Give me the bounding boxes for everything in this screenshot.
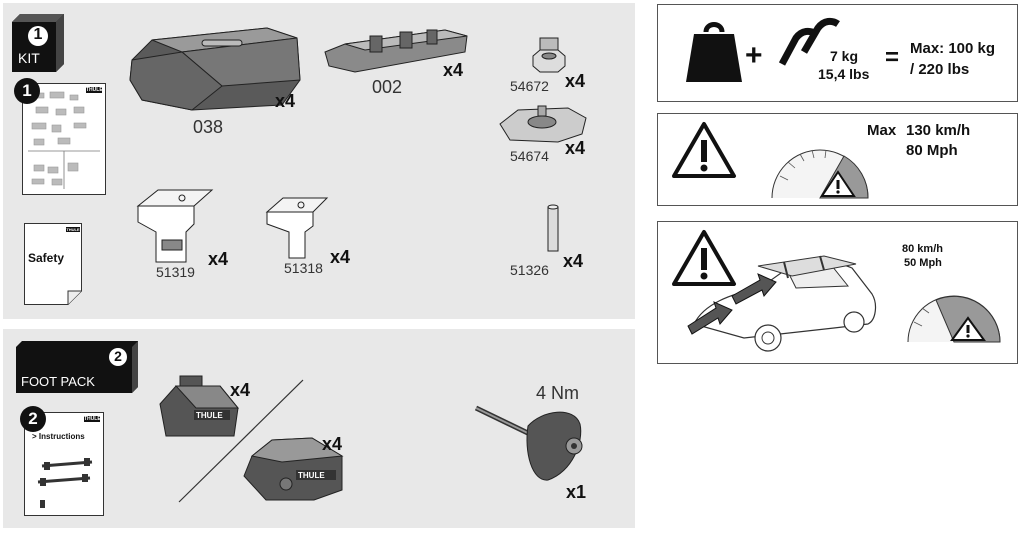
max-load-lbs: / 220 lbs — [910, 61, 970, 78]
foot-1-qty: x4 — [230, 380, 251, 400]
kit-booklet-brand: THULE — [86, 87, 103, 93]
part-51319-illustration — [136, 189, 214, 263]
bar-weight-lbs: 15,4 lbs — [818, 66, 870, 82]
warning-icon — [672, 122, 736, 178]
speed-max-mph: 80 Mph — [906, 142, 958, 159]
torque-tool-illustration — [474, 405, 583, 481]
kit-panel — [3, 3, 635, 319]
foot-pack-instruction-booklet: THULE 2 > Instructions — [20, 406, 104, 516]
part-54672-illustration — [532, 37, 566, 73]
safety-booklet: THULE Safety — [24, 223, 82, 305]
speedometer-gauge — [771, 149, 869, 199]
part-51319-qty: x4 — [208, 249, 229, 269]
part-51326-qty: x4 — [563, 251, 584, 271]
kit-badge: 1 KIT — [12, 14, 64, 72]
part-51326-code: 51326 — [510, 262, 549, 278]
tool-qty: x1 — [566, 482, 587, 502]
part-51326-illustration — [547, 204, 559, 252]
part-54672-code: 54672 — [510, 78, 549, 94]
weight-icon — [686, 22, 742, 82]
part-002-illustration — [324, 29, 468, 73]
kit-booklet-step-number: 1 — [22, 81, 32, 100]
tool-torque: 4 Nm — [536, 383, 580, 403]
kit-instruction-booklet: THULE 1 — [14, 78, 106, 195]
foot-1-brand: THULE — [196, 411, 223, 420]
equals-sign: = — [885, 44, 900, 71]
loaded-speed-kmh: 80 km/h — [902, 243, 943, 255]
foot-pack-booklet-step-number: 2 — [28, 409, 38, 428]
speed-max-label: Max — [867, 122, 897, 139]
foot-pack-booklet-brand: THULE — [84, 416, 101, 422]
warning-icon-2 — [672, 230, 736, 286]
speedometer-gauge-2 — [907, 295, 1001, 343]
kit-step-number: 1 — [33, 26, 43, 43]
kit-booklet-step — [14, 78, 40, 104]
max-load-kg: Max: 100 kg — [910, 40, 996, 57]
part-54674-qty: x4 — [565, 138, 586, 158]
loaded-speed-mph: 50 Mph — [904, 257, 942, 269]
part-54674-illustration — [499, 105, 587, 143]
kit-label: KIT — [18, 50, 40, 66]
part-51318-qty: x4 — [330, 247, 351, 267]
bar-weight-kg: 7 kg — [830, 48, 859, 64]
part-038-illustration — [129, 27, 301, 111]
foot-pack-label: FOOT PACK — [21, 374, 95, 389]
instructions-label: > Instructions — [32, 432, 85, 441]
foot-2-qty: x4 — [322, 434, 343, 454]
part-54674-code: 54674 — [510, 148, 549, 164]
part-51319-code: 51319 — [156, 264, 195, 280]
foot-2-brand: THULE — [298, 471, 325, 480]
car-with-load-illustration — [687, 255, 877, 352]
roof-bars-icon — [778, 17, 840, 66]
part-038-code: 038 — [193, 117, 224, 137]
foot-pack-booklet-step — [20, 406, 46, 432]
plus-sign: + — [745, 39, 763, 72]
safety-booklet-brand: THULE — [66, 227, 80, 232]
safety-label: Safety — [28, 251, 65, 265]
part-002-qty: x4 — [443, 60, 464, 80]
part-51318-code: 51318 — [284, 260, 323, 276]
part-51318-illustration — [265, 197, 329, 259]
kit-badge-box — [12, 14, 64, 72]
foot-pack-step-number: 2 — [114, 348, 122, 364]
foot-pack-badge: 2 FOOT PACK — [16, 341, 138, 393]
part-002-code: 002 — [372, 77, 403, 97]
speed-max-kmh: 130 km/h — [906, 122, 971, 139]
foot-divider-line — [178, 379, 304, 503]
foot-1-illustration — [159, 375, 240, 437]
part-54672-qty: x4 — [565, 71, 586, 91]
foot-2-illustration — [243, 437, 344, 501]
part-038-qty: x4 — [275, 91, 296, 111]
